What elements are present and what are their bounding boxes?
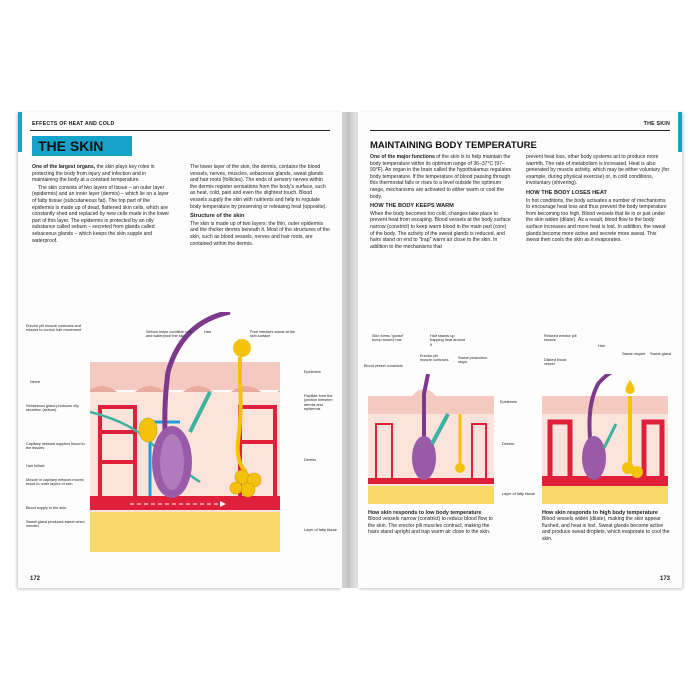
label-hair-stands: Hair stands up trapping heat around it <box>430 334 466 347</box>
label-nerve: Nerve <box>30 380 41 384</box>
label-sebum: Sebum helps condition hair and waterproo… <box>146 330 192 339</box>
body-text: The lower layer of the skin, the dermis,… <box>190 164 327 210</box>
erector-pili <box>430 413 450 445</box>
sweat-droplet <box>625 380 635 394</box>
structure-text: The skin is made up of two layers: the t… <box>190 220 330 247</box>
fat-layer <box>90 512 280 552</box>
epidermis-layer <box>90 362 280 390</box>
label-goose: Skin forms "goose" bump around hair <box>372 334 405 343</box>
warm-text: When the body becomes too cold, changes … <box>370 210 511 250</box>
warm-heading: HOW THE BODY KEEPS WARM <box>370 203 454 210</box>
structure-heading: Structure of the skin <box>190 213 245 220</box>
label-follicle: Hair follicle <box>26 464 45 468</box>
label-hair: Hair <box>204 330 211 334</box>
loses-heading: HOW THE BODY LOSES HEAT <box>526 189 607 196</box>
label-dermis: Dermis <box>304 458 317 462</box>
label-pore: Pore releases sweat at the skin surface <box>250 330 295 339</box>
label-sweat-droplet: Sweat droplet <box>622 352 646 356</box>
label-papillae: Papillae form the junction between dermi… <box>304 394 333 412</box>
label-vessel-constricts: Blood vessel constricts <box>364 364 403 368</box>
label-dermis-mid: Dermis <box>502 442 515 446</box>
lead-text: One of the major functions <box>370 154 435 160</box>
right-column-2: prevent heat loss, other body systems ac… <box>526 154 670 245</box>
body-text: The skin consists of two layers of tissu… <box>32 184 170 244</box>
intro-text: the skin plays key roles in protecting t… <box>32 164 155 184</box>
label-relaxed-erector: Relaxed erector pili muscle <box>544 334 577 343</box>
left-column-2: The lower layer of the skin, the dermis,… <box>190 164 330 248</box>
lead-text: One of the largest organs, <box>32 164 96 170</box>
label-sweat-stops: Sweat production stops <box>458 356 488 365</box>
pore <box>233 339 251 357</box>
book-gutter <box>342 112 358 588</box>
loses-text: In hot conditions, the body activates a … <box>526 197 667 244</box>
right-column-1: One of the major functions of the skin i… <box>370 154 512 251</box>
hot-caption-text: Blood vessels widen (dilate), making the… <box>542 516 670 542</box>
header-rule <box>30 130 330 131</box>
label-muscle-capillary: Muscle in capillary network moves blood … <box>26 478 84 487</box>
section-tag: EFFECTS OF HEAT AND COLD <box>32 121 115 127</box>
label-fat-mid: Layer of fatty tissue <box>502 492 535 496</box>
erector-pili-muscle <box>188 391 212 433</box>
page-title: THE SKIN <box>32 136 132 156</box>
page-number: 172 <box>30 576 41 582</box>
capillary-network <box>98 405 277 496</box>
label-dilated: Dilated blood vessel <box>544 358 567 367</box>
left-column-1: One of the largest organs, the skin play… <box>32 164 172 245</box>
dilated-vessel <box>547 419 665 478</box>
page-number: 173 <box>659 576 670 582</box>
sweat-duct <box>235 357 248 474</box>
section-heading: MAINTAINING BODY TEMPERATURE <box>370 140 537 151</box>
sweat-gland <box>229 469 262 498</box>
constricted-vessel <box>375 423 487 478</box>
cold-caption: How skin responds to low body temperatur… <box>368 510 498 537</box>
label-fat: Layer of fatty tissue <box>304 528 337 532</box>
sebaceous-gland <box>138 417 158 443</box>
cold-caption-text: Blood vessels narrow (constrict) to redu… <box>368 516 493 536</box>
label-hair-hot: Hair <box>598 344 605 348</box>
right-page: THE SKIN MAINTAINING BODY TEMPERATURE On… <box>358 112 682 588</box>
hot-caption-heading: How skin responds to high body temperatu… <box>542 510 658 516</box>
label-capillary: Capillary network supplies blood to the … <box>26 442 85 451</box>
header-rule <box>370 130 670 131</box>
accent-bar <box>678 112 682 152</box>
label-sebaceous: Sebaceous gland produces oily secretion … <box>26 404 79 413</box>
section-tag: THE SKIN <box>643 121 670 127</box>
sweat-gland <box>622 462 643 478</box>
label-epidermis-mid: Epidermis <box>500 400 517 404</box>
hot-caption: How skin responds to high body temperatu… <box>542 510 672 544</box>
blood-vessel <box>90 496 280 510</box>
accent-bar <box>18 112 22 152</box>
left-page: EFFECTS OF HEAT AND COLD THE SKIN One of… <box>18 112 342 588</box>
label-blood-supply: Blood supply to the skin <box>26 506 67 510</box>
cold-skin-diagram <box>368 374 494 504</box>
label-erector: Erector pili muscle contracts and relaxe… <box>26 324 82 333</box>
label-erector: Erector pili muscle contracts <box>420 354 449 363</box>
intro-text: of the skin is to help maintain the body… <box>370 154 512 200</box>
label-epidermis: Epidermis <box>304 370 321 374</box>
skin-structure-diagram <box>90 312 280 552</box>
body-text: prevent heat loss, other body systems ac… <box>526 154 670 187</box>
label-sweat-gland: Sweat gland produces sweat when needed <box>26 520 85 529</box>
cold-caption-heading: How skin responds to low body temperatur… <box>368 510 482 516</box>
hot-skin-diagram <box>542 374 668 504</box>
label-sweat-gland: Sweat gland <box>650 352 671 356</box>
relaxed-erector <box>602 423 618 449</box>
